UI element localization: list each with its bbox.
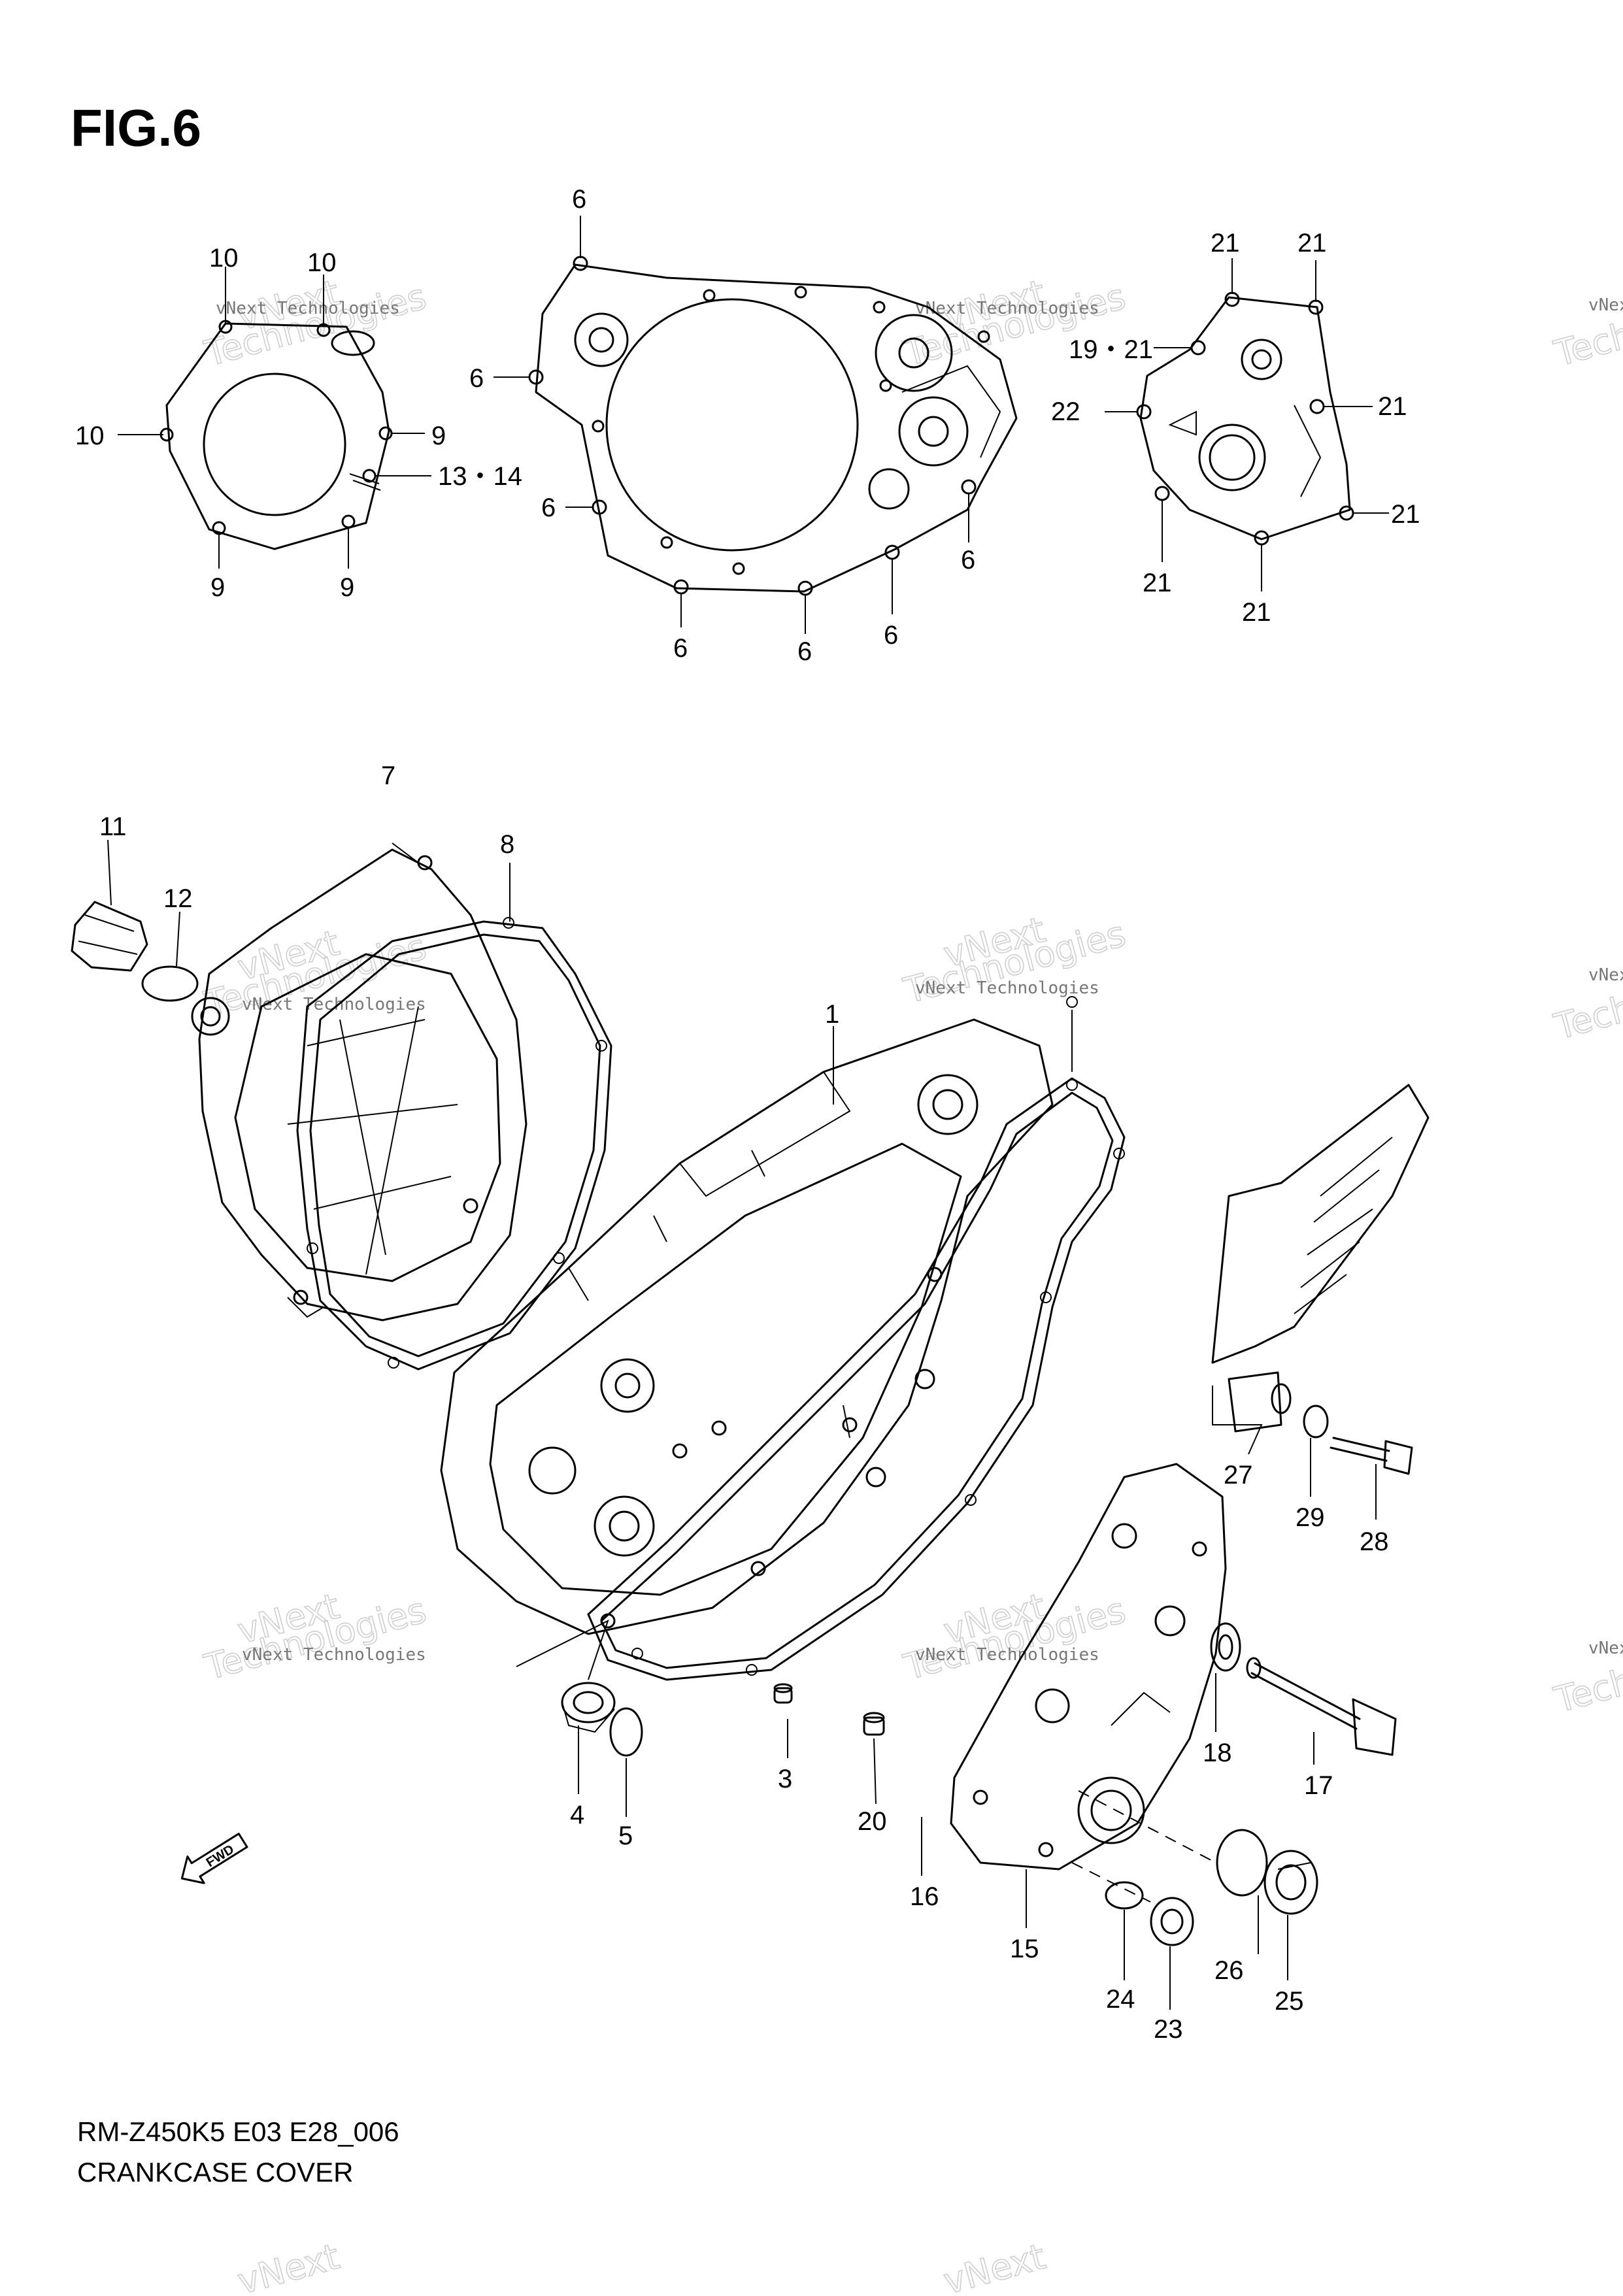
callout-25: 25 [1275,1987,1304,2016]
watermark-bottom: vNext vNext [233,2235,1050,2296]
plug-25 [1263,1850,1318,1915]
svg-text:vNext Technologies: vNext Technologies [1588,965,1623,985]
callout-6: 6 [541,493,556,522]
callout-6: 6 [961,546,975,574]
clutch-cover-bolt-view [159,320,393,550]
crankcase-cover [440,1018,1054,1635]
callout-6: 6 [469,364,484,393]
callout-6: 6 [572,185,586,214]
callout-21: 21 [1211,229,1240,258]
callout-21: 21 [1242,598,1271,627]
callout-9: 9 [431,422,446,450]
callout-24: 24 [1106,1985,1135,2014]
plug-23 [1150,1897,1194,1946]
bolt-17 [1246,1657,1397,1756]
callout-21: 21 [1391,500,1420,529]
callout-23: 23 [1154,2015,1183,2044]
dowel-pin-3 [773,1683,793,1704]
oil-seal-4 [561,1682,616,1733]
callout-22: 22 [1051,397,1080,426]
svg-text:vNext Technologies: vNext Technologies [915,299,1099,318]
callout-21: 21 [1378,392,1407,421]
leader-lines [107,216,1389,2010]
crankcase-cover-gasket [587,996,1126,1681]
watermark-mid-right: vNext Technologies vNext Technologies [899,908,1130,1012]
svg-text:vNext: vNext [233,2236,344,2296]
washer-29 [1303,1405,1329,1439]
callout-5: 5 [618,1822,633,1850]
svg-text:vNext Technologies: vNext Technologies [216,299,400,318]
callout-18: 18 [1203,1739,1232,1767]
o-ring-26 [1216,1829,1268,1897]
svg-text:vNext Technologies: vNext Technologies [1588,1639,1623,1658]
svg-text:Technologies: Technologies [1550,276,1623,374]
oil-filler-plug [71,901,148,972]
o-ring-12 [141,965,199,1002]
svg-text:vNext Technologies: vNext Technologies [1588,295,1623,315]
callout-21: 21 [1297,229,1327,258]
callout-12: 12 [163,884,193,913]
callout-6: 6 [884,621,898,650]
callout-20: 20 [858,1807,887,1836]
svg-text:Technologies: Technologies [1550,949,1623,1048]
callout-9: 9 [340,573,354,602]
callout-10: 10 [209,244,239,273]
bolt-28 [1330,1437,1413,1475]
svg-text:Technologies: Technologies [1550,1622,1623,1721]
callout-15: 15 [1010,1935,1039,1963]
svg-text:vNext Technologies: vNext Technologies [242,995,426,1014]
callout-11: 11 [99,812,127,841]
callout-13-14: 13・14 [438,462,522,491]
callout-16: 16 [910,1882,939,1911]
callout-17: 17 [1304,1771,1333,1800]
crankcase-cover-bolt-view [528,256,1018,596]
callout-1: 1 [825,1000,839,1029]
water-pump-cover-bolt-view [1136,291,1354,546]
watermark-low-right: vNext Technologies vNext Technologies [899,1585,1130,1689]
o-ring-24 [1105,1881,1144,1910]
callout-27: 27 [1224,1461,1253,1489]
forward-direction-marker: FWD [180,1833,248,1884]
watermark-edge-right: vNext Technologies Technologies vNext Te… [1549,275,1623,1721]
callout-28: 28 [1360,1527,1389,1556]
callout-3: 3 [778,1765,792,1793]
clutch-cover-gasket [296,917,612,1371]
dowel-pin-20 [863,1712,885,1736]
watermark-low-left: vNext Technologies vNext Technologies [199,1585,431,1689]
callout-8: 8 [500,830,514,859]
svg-text:vNext Technologies: vNext Technologies [242,1645,426,1665]
callout-10: 10 [307,248,337,277]
callout-4: 4 [570,1801,584,1829]
callout-21: 21 [1143,569,1172,597]
watermark-mid-left: vNext Technologies vNext Technologies [199,922,431,1025]
washer-18 [1210,1622,1241,1672]
figure-title: FIG.6 [71,99,202,157]
callout-6: 6 [797,637,812,666]
model-code: RM-Z450K5 E03 E28_006 [77,2116,399,2147]
callout-numbers: 10 10 10 9 13・14 9 9 6 6 6 6 6 6 6 21 21… [75,185,1420,2044]
water-pump-cover [950,1463,1227,1871]
circlip-5 [609,1707,643,1757]
callout-19-21: 19・21 [1069,335,1153,364]
callout-29: 29 [1296,1503,1325,1532]
svg-text:vNext: vNext [939,2236,1050,2296]
callout-10: 10 [75,422,105,450]
guard-27 [1211,1084,1430,1433]
section-name: CRANKCASE COVER [77,2157,354,2188]
svg-text:vNext Technologies: vNext Technologies [915,978,1099,998]
svg-text:vNext Technologies: vNext Technologies [915,1645,1099,1665]
callout-7: 7 [381,761,395,790]
callout-6: 6 [673,634,688,663]
callout-26: 26 [1214,1956,1244,1985]
callout-9: 9 [210,573,225,602]
clutch-cover [191,848,527,1322]
